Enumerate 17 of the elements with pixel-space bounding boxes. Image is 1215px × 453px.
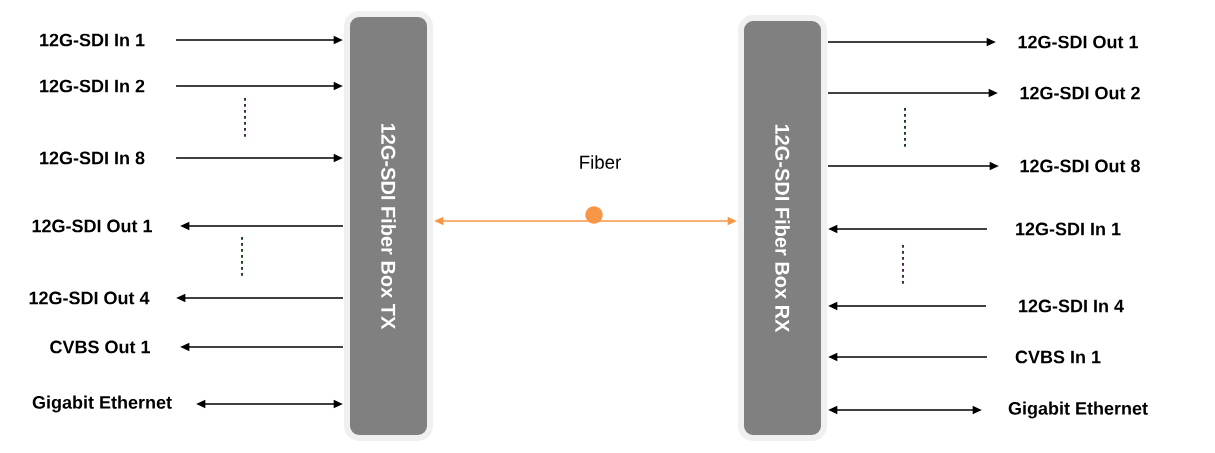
port-label: 12G-SDI Out 1 <box>32 219 152 233</box>
edge-label: Fiber <box>577 153 623 171</box>
port-label: 12G-SDI In 4 <box>1019 299 1124 313</box>
device-box: 12G-SDI Fiber Box TX <box>344 11 433 441</box>
port-label: 12G-SDI Out 8 <box>1020 159 1140 173</box>
device-box: 12G-SDI Fiber Box RX <box>738 15 827 441</box>
port-label: CVBS Out 1 <box>50 340 150 354</box>
port-label: Gigabit Ethernet <box>1008 401 1148 419</box>
port-label: 12G-SDI Out 1 <box>1018 35 1138 49</box>
port-label: 12G-SDI In 2 <box>40 79 145 93</box>
port-label: Gigabit Ethernet <box>32 395 172 413</box>
port-label: 12G-SDI In 1 <box>40 33 145 47</box>
port-label: 12G-SDI In 8 <box>40 151 145 165</box>
port-label: 12G-SDI In 1 <box>1016 222 1121 236</box>
port-label: CVBS In 1 <box>1015 350 1101 364</box>
port-label: 12G-SDI Out 4 <box>29 291 150 305</box>
port-label: 12G-SDI Out 2 <box>1020 86 1140 100</box>
